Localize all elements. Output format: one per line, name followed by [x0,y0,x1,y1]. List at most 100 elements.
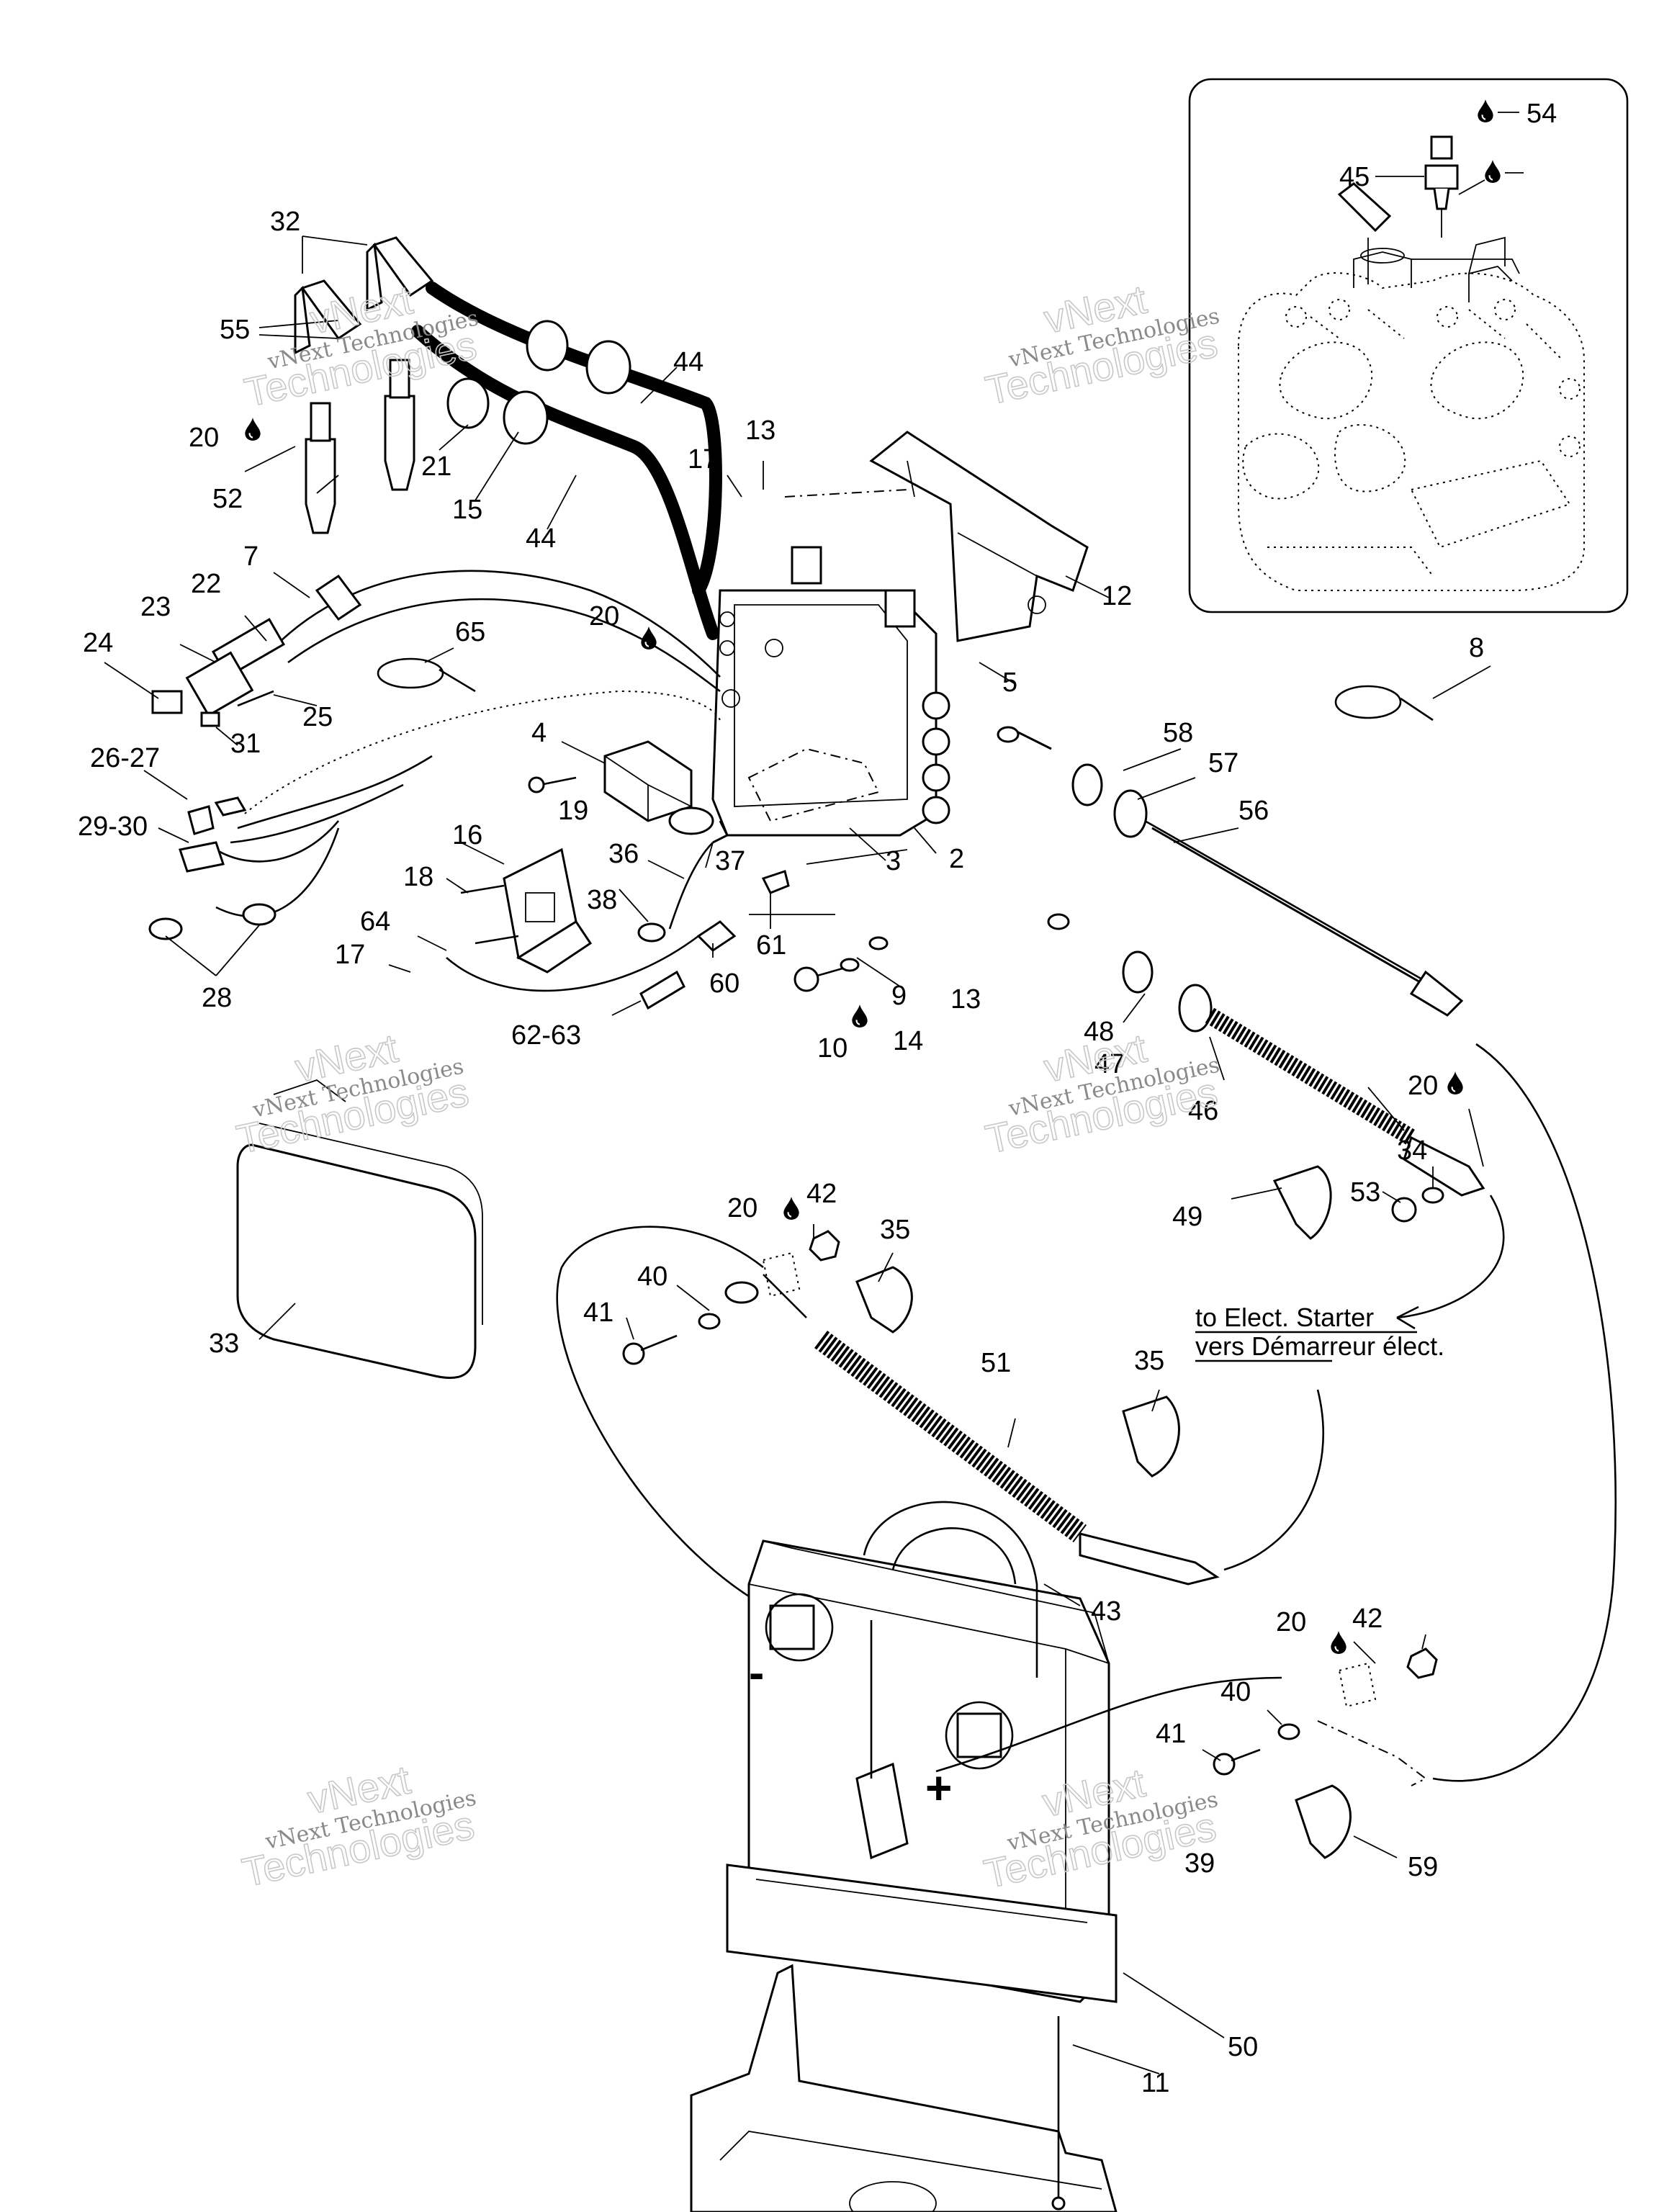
callout-10: 10 [817,1033,848,1064]
callout-62-63: 62-63 [511,1020,581,1051]
callout-13: 13 [745,415,775,446]
callout-5: 5 [1002,667,1017,698]
drop-icon [1485,160,1501,183]
callout-35: 35 [1134,1346,1164,1376]
drop-icon [852,1004,868,1028]
callout-12: 12 [1102,581,1132,611]
callout-19: 19 [558,796,588,826]
terminals-26-30 [148,796,276,940]
battery-base-11 [690,1964,1118,2212]
cover-33 [236,1079,483,1380]
callout-52: 52 [212,484,243,514]
callout-15: 15 [452,495,482,525]
starter-note: to Elect. Starter vers Démarreur élect. [1195,1303,1444,1362]
callout-44: 44 [526,523,556,554]
callout-40: 40 [1220,1677,1251,1707]
engine-sketch [1238,272,1585,591]
callout-35: 35 [880,1215,910,1245]
cable-56 [997,726,1464,1017]
callout-22: 22 [191,569,221,599]
callout-18: 18 [403,862,433,892]
callout-32: 32 [270,207,300,237]
callout-46: 46 [1188,1096,1218,1126]
callout-31: 31 [230,729,261,759]
callout-54: 45 [1339,162,1370,192]
callout-9: 9 [891,981,907,1011]
boot-49 [1272,1165,1332,1240]
callout-59: 59 [1408,1852,1438,1882]
terminal-25-31 [200,690,274,727]
bolt-41-40-right [935,1647,1438,1786]
callout-17: 17 [688,444,718,475]
callout-4: 4 [531,718,547,748]
callout-42: 42 [1352,1604,1382,1634]
callout-43: 43 [1091,1596,1121,1627]
callout-48: 48 [1084,1017,1114,1047]
ignition-coil [603,740,729,943]
callout-51: 51 [981,1348,1011,1378]
spark-plug-cap [294,236,434,355]
drop-icon [245,418,261,441]
boot-35 [855,1266,1180,1478]
callout-55: 55 [220,315,250,345]
callout-61: 61 [756,930,786,961]
callout-36: 36 [608,839,639,869]
drop-icon [783,1197,799,1220]
callout-11: 11 [1141,2068,1169,2098]
connector-22-23 [185,574,362,717]
callout-58: 58 [1163,718,1193,748]
callout-25: 25 [302,702,333,732]
callout-39: 39 [1184,1848,1215,1879]
spark-plug-wires [294,236,722,640]
spark-plug-52 [305,359,415,534]
cable-boot-21 [446,320,631,445]
callout-20: 20 [727,1193,757,1223]
engine-inset: 54 45 [1188,78,1629,613]
battery-cable-51 [556,1226,1324,1614]
drop-icon [1447,1071,1463,1094]
bolt-41-40 [622,1313,721,1365]
callout-65: 65 [455,617,485,647]
drop-icon [1478,99,1493,122]
callout-23: 23 [140,592,171,622]
cable-46 [1047,913,1485,1197]
callout-29-30: 29-30 [78,811,148,842]
mpem-housing [711,546,950,837]
starter-solenoid [460,848,593,974]
callout-16: 16 [452,820,482,850]
long-return-curve [1396,1043,1617,1782]
callout-38: 38 [587,885,617,915]
callout-20: 20 [1408,1071,1438,1101]
note-line-english: to Elect. Starter [1195,1303,1374,1332]
callout-57: 57 [1208,748,1238,778]
bracket-12 [784,431,1089,642]
callout-17: 17 [335,940,365,970]
negative-terminal-sign: - [749,1647,764,1699]
screw-19 [528,776,577,793]
callout-21: 21 [421,451,451,482]
battery-tray-50 [726,1863,1118,2003]
callout-40: 40 [637,1262,667,1292]
callout-20: 20 [1276,1607,1306,1637]
callout-26-27: 26-27 [90,743,160,773]
harness-lines [215,570,721,917]
callout-labels: 32 55 20 52 21 15 44 44 13 17 12 7 22 23… [78,207,1484,2098]
callout-56: 56 [1238,796,1269,826]
callout-42: 42 [806,1179,837,1209]
bolt-10 [793,936,889,992]
clip-24 [151,690,183,714]
callout-37: 37 [715,846,745,876]
callout-24: 24 [83,628,113,658]
drop-icon [1331,1631,1346,1654]
callout-34: 34 [1397,1136,1427,1166]
callout-47: 47 [1094,1049,1125,1079]
fuse-60-61 [446,870,790,992]
leader-lines [104,235,1491,2074]
callout-20: 20 [189,423,219,453]
callout-20: 54 [1527,99,1557,129]
callout-53: 53 [1350,1177,1380,1208]
callout-64: 64 [360,907,390,937]
drop-icon [641,626,657,649]
callout-28: 28 [202,983,232,1013]
